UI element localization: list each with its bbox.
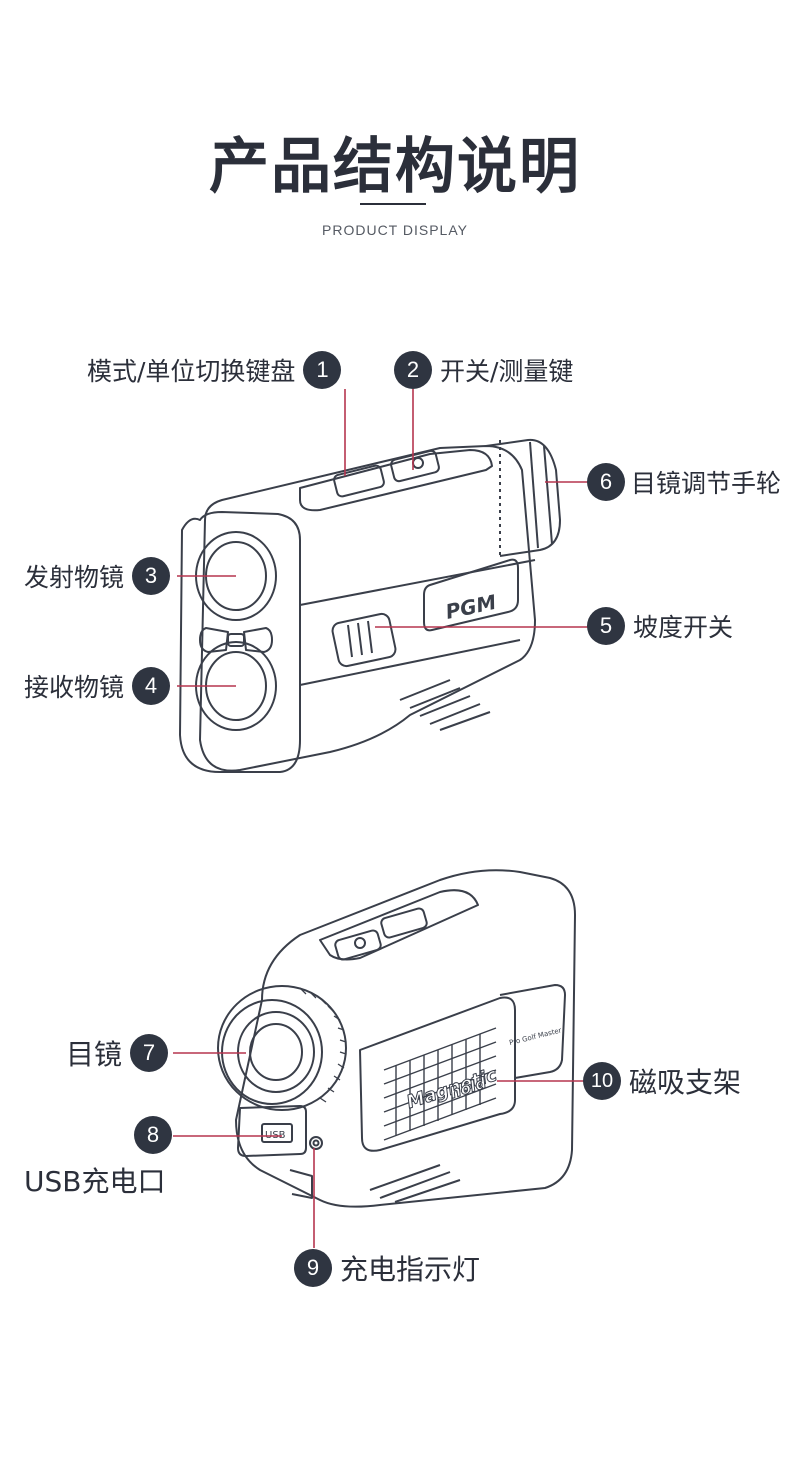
svg-text:PGM: PGM — [443, 590, 498, 624]
callout-label: 坡度开关 — [633, 613, 734, 642]
rangefinder-front-view: PGM — [179, 438, 561, 773]
rangefinder-back-view: Pro Golf Master Magnetic hold USB — [217, 869, 576, 1208]
page-subtitle: PRODUCT DISPLAY — [322, 222, 468, 238]
callout-power-measure-key: 2 开关/测量键 — [394, 351, 573, 389]
callout-number-badge: 10 — [583, 1062, 621, 1100]
callout-label: 目镜 — [66, 1038, 123, 1071]
callout-label: 充电指示灯 — [340, 1253, 481, 1286]
leader-lines — [173, 389, 588, 1248]
callout-label: 目镜调节手轮 — [631, 469, 782, 498]
callout-label: 开关/测量键 — [440, 357, 574, 386]
callout-mode-unit-keypad: 模式/单位切换键盘 1 — [87, 351, 342, 389]
callout-number-badge: 8 — [134, 1116, 172, 1154]
callout-label: 接收物镜 — [24, 673, 125, 702]
callout-label: 磁吸支架 — [629, 1066, 742, 1099]
callout-charge-indicator: 9 充电指示灯 — [294, 1248, 480, 1288]
title-divider — [360, 203, 426, 205]
callout-slope-switch: 5 坡度开关 — [587, 607, 733, 645]
callout-number-badge: 1 — [303, 351, 342, 389]
callout-label: 发射物镜 — [24, 563, 125, 592]
svg-text:Pro Golf Master: Pro Golf Master — [508, 1026, 562, 1047]
callout-number-badge: 4 — [132, 667, 171, 705]
callout-receive-lens: 接收物镜 4 — [24, 667, 171, 705]
callout-number-badge: 9 — [294, 1249, 332, 1287]
callout-number-badge: 2 — [394, 351, 432, 389]
page-title: 产品结构说明 — [209, 132, 581, 202]
callout-transmit-lens: 发射物镜 3 — [24, 557, 171, 595]
callout-label: USB充电口 — [24, 1165, 166, 1198]
callout-number-badge: 7 — [130, 1034, 169, 1072]
callout-number-badge: 6 — [587, 463, 625, 501]
callout-number-badge: 3 — [132, 557, 171, 595]
callout-eyepiece: 目镜 7 — [66, 1033, 169, 1073]
callout-number-badge: 5 — [587, 607, 625, 645]
callout-magnetic-mount: 10 磁吸支架 — [583, 1061, 741, 1101]
callout-eyepiece-dial: 6 目镜调节手轮 — [587, 463, 781, 501]
callout-label: 模式/单位切换键盘 — [87, 357, 296, 386]
